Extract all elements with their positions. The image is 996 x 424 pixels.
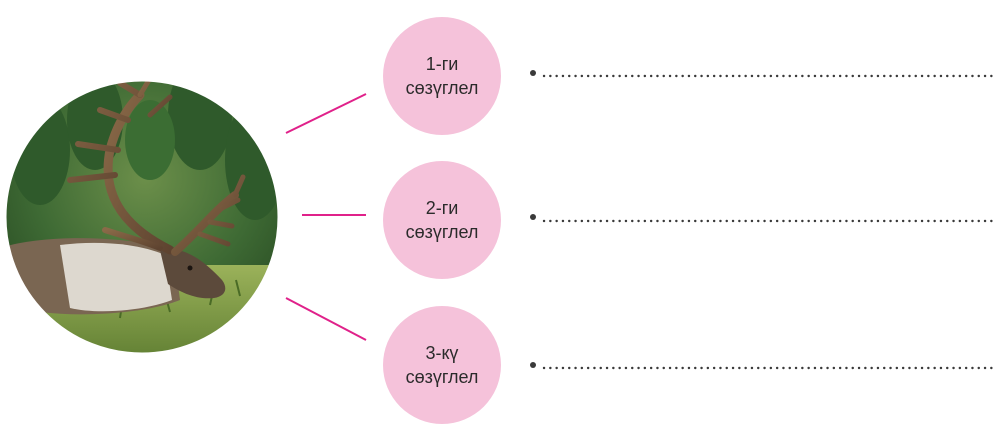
sentence-number-1: 1-ги [425, 54, 459, 74]
sentence-number-3: 3-кү [425, 343, 459, 363]
sentence-word-2: сөзүглел [405, 222, 479, 242]
sentence-word-1: сөзүглел [405, 78, 479, 98]
reindeer-photo [6, 81, 278, 353]
sentence-word-3: сөзүглел [405, 367, 479, 387]
reindeer-head [160, 249, 226, 299]
reindeer [6, 81, 246, 315]
bullet-1 [530, 70, 536, 76]
bullet-2 [530, 214, 536, 220]
connector-line-3 [285, 297, 367, 341]
sentence-bubble-1: 1-ги сөзүглел [383, 17, 501, 135]
photo-frame [5, 80, 279, 354]
reindeer-neck-mane [60, 242, 172, 312]
bullet-3 [530, 362, 536, 368]
antlers [67, 81, 246, 256]
sentence-bubble-3: 3-кү сөзүглел [383, 306, 501, 424]
connector-line-1 [285, 93, 367, 134]
sentence-bubble-2: 2-ги сөзүглел [383, 161, 501, 279]
sentence-number-2: 2-ги [425, 198, 459, 218]
